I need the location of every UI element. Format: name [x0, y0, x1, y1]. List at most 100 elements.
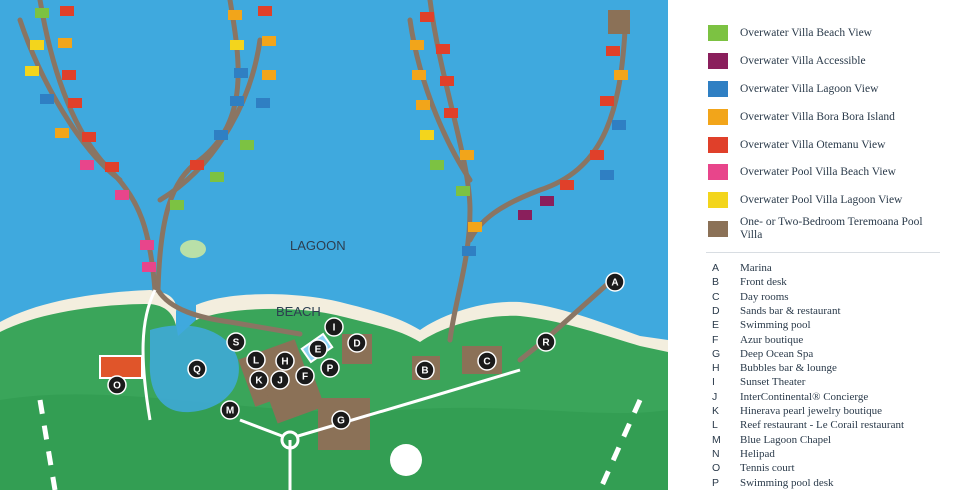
spa-pool [390, 444, 422, 476]
svg-text:M: M [226, 406, 234, 417]
facility-key-name: Reef restaurant - Le Corail restaurant [740, 419, 905, 432]
facility-key-letter: C [712, 290, 720, 303]
facility-key-item: E Swimming pool [712, 319, 811, 332]
facility-key-name: Swimming pool desk [740, 476, 834, 489]
map-pin-l[interactable]: L [246, 350, 266, 370]
facility-key-name: Hinerava pearl jewelry boutique [740, 405, 883, 417]
svg-text:E: E [315, 345, 322, 356]
villa-legend-item: Overwater Villa Accessible [708, 53, 866, 69]
map-pin-k[interactable]: K [249, 370, 269, 390]
villa-legend-item: Overwater Villa Otemanu View [708, 137, 885, 153]
villa-legend-label: Overwater Villa Accessible [740, 54, 866, 67]
facility-key-letter: P [712, 476, 720, 489]
facility-key-name: Day rooms [740, 290, 789, 303]
villa-legend-item: Overwater Pool Villa Lagoon View [708, 192, 902, 208]
facility-key-letter: H [712, 362, 720, 375]
facility-key-item: P Swimming pool desk [712, 477, 834, 490]
villa-legend-label: Overwater Villa Lagoon View [740, 82, 879, 95]
svg-text:C: C [483, 357, 490, 368]
facility-key-name: Front desk [740, 276, 787, 289]
facility-key-item: K Hinerava pearl jewelry boutique [712, 405, 882, 418]
map-pin-e[interactable]: E [308, 339, 328, 359]
villa-legend-item: Overwater Villa Lagoon View [708, 81, 878, 97]
facility-key-name: InterContinental® Concierge [740, 390, 869, 403]
villa-legend-label: Overwater Villa Beach View [740, 26, 872, 39]
facility-key-name: Deep Ocean Spa [740, 347, 814, 360]
facility-key-name: Tennis court [740, 462, 795, 475]
map-pin-d[interactable]: D [347, 333, 367, 353]
helipad-marker-right [597, 398, 643, 490]
svg-text:S: S [233, 338, 240, 349]
villa-swatch-icon [708, 53, 728, 69]
map-pin-o[interactable]: O [107, 375, 127, 395]
facility-key-name: Helipad [740, 447, 775, 460]
svg-text:B: B [421, 366, 428, 377]
svg-text:D: D [353, 339, 360, 350]
map-pin-p[interactable]: P [320, 358, 340, 378]
facility-key-name: Azur boutique [740, 333, 804, 346]
map-pin-c[interactable]: C [477, 351, 497, 371]
facility-key-letter: L [712, 419, 718, 432]
svg-text:K: K [255, 376, 263, 387]
facility-key-letter: D [712, 304, 720, 317]
map-pin-s[interactable]: S [226, 332, 246, 352]
villa-legend-label: Overwater Villa Bora Bora Island [740, 110, 895, 123]
facility-key-item: H Bubbles bar & lounge [712, 362, 837, 375]
villa-legend-label: One- or Two-Bedroom Teremoana Pool Villa [740, 216, 923, 241]
facility-key-item: G Deep Ocean Spa [712, 348, 813, 361]
villa-markers [25, 6, 630, 272]
facility-key-letter: N [712, 447, 720, 460]
villa-legend-item: One- or Two-Bedroom Teremoana Pool Villa [708, 216, 930, 242]
tennis-court [99, 355, 143, 379]
map-pin-j[interactable]: J [270, 370, 290, 390]
svg-text:H: H [281, 357, 288, 368]
map-pin-a[interactable]: A [605, 272, 625, 292]
facility-key-name: Blue Lagoon Chapel [740, 433, 832, 446]
svg-text:O: O [113, 381, 121, 392]
map-pin-m[interactable]: M [220, 400, 240, 420]
villa-swatch-icon [708, 81, 728, 97]
islet [180, 240, 206, 258]
svg-text:P: P [327, 364, 334, 375]
facility-key-item: C Day rooms [712, 291, 789, 304]
facility-key-name: Swimming pool [740, 319, 811, 332]
facility-key-letter: K [712, 405, 720, 417]
svg-text:R: R [542, 338, 550, 349]
map-pin-q[interactable]: Q [187, 359, 207, 379]
facility-key-name: Bubbles bar & lounge [740, 362, 837, 375]
facility-key-letter: G [712, 347, 721, 360]
villa-legend-item: Overwater Villa Beach View [708, 25, 872, 41]
villa-legend-label: Overwater Villa Otemanu View [740, 138, 886, 151]
map-pin-f[interactable]: F [295, 366, 315, 386]
map-pin-i[interactable]: I [324, 317, 344, 337]
svg-text:Q: Q [193, 365, 201, 376]
svg-text:G: G [337, 416, 345, 427]
facility-key-letter: E [712, 319, 720, 332]
facility-key-item: J InterContinental® Concierge [712, 391, 868, 404]
facility-key-letter: B [712, 276, 720, 289]
facility-key-item: N Helipad [712, 448, 775, 461]
map-pin-r[interactable]: R [536, 332, 556, 352]
map-pin-g[interactable]: G [331, 410, 351, 430]
beach-label: BEACH [276, 304, 321, 319]
facility-key-letter: O [712, 462, 721, 475]
facility-key-letter: J [712, 390, 718, 403]
svg-text:L: L [253, 356, 259, 367]
facility-key-letter: M [712, 433, 721, 446]
villa-legend-item: Overwater Pool Villa Beach View [708, 164, 896, 180]
villa-swatch-icon [708, 164, 728, 180]
legend-divider [706, 252, 940, 253]
villa-legend-item: Overwater Villa Bora Bora Island [708, 109, 895, 125]
pins: A B C D EF G H I JKL M O P Q R S [107, 272, 625, 430]
map-pin-h[interactable]: H [275, 351, 295, 371]
map-pin-b[interactable]: B [415, 360, 435, 380]
villa-swatch-icon [708, 192, 728, 208]
facility-key-name: Sunset Theater [740, 376, 806, 389]
svg-text:A: A [611, 278, 618, 289]
